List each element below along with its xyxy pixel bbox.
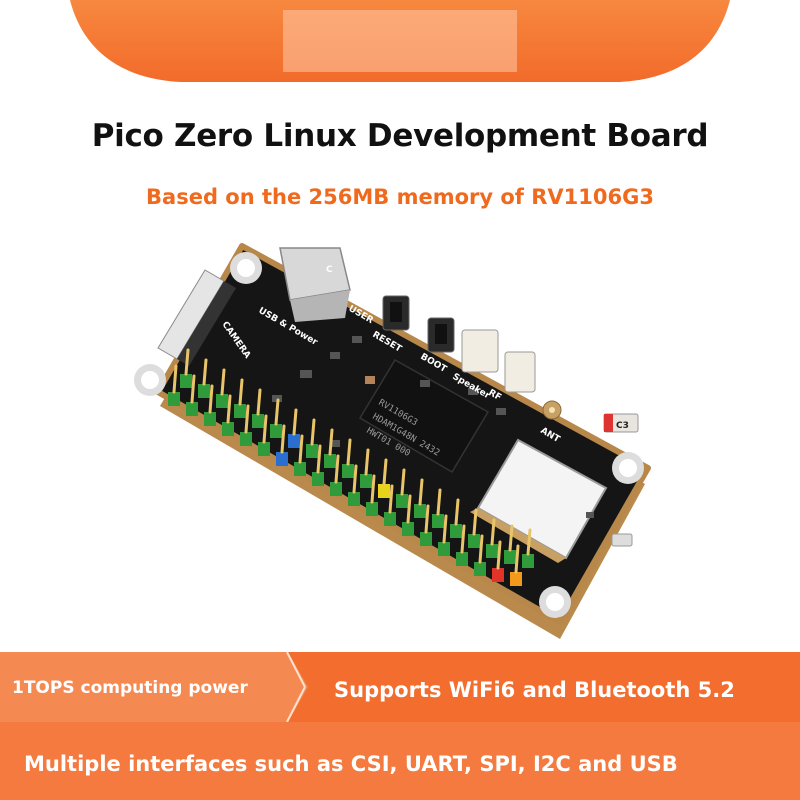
label-c: C <box>326 265 333 275</box>
label-c3: C3 <box>616 421 629 431</box>
gpio-header-top <box>168 392 522 586</box>
gpio-header-bottom <box>180 374 534 568</box>
feature-computing: 1TOPS computing power <box>12 678 248 698</box>
page-subtitle: Based on the 256MB memory of RV1106G3 <box>146 185 654 209</box>
top-banner <box>70 0 730 82</box>
feature-wireless: Supports WiFi6 and Bluetooth 5.2 <box>334 678 735 702</box>
feature-band <box>0 652 800 800</box>
mount-hole <box>134 252 644 618</box>
page-title: Pico Zero Linux Development Board <box>91 118 709 154</box>
pcb-board <box>134 243 651 639</box>
feature-interfaces: Multiple interfaces such as CSI, UART, S… <box>24 752 678 776</box>
